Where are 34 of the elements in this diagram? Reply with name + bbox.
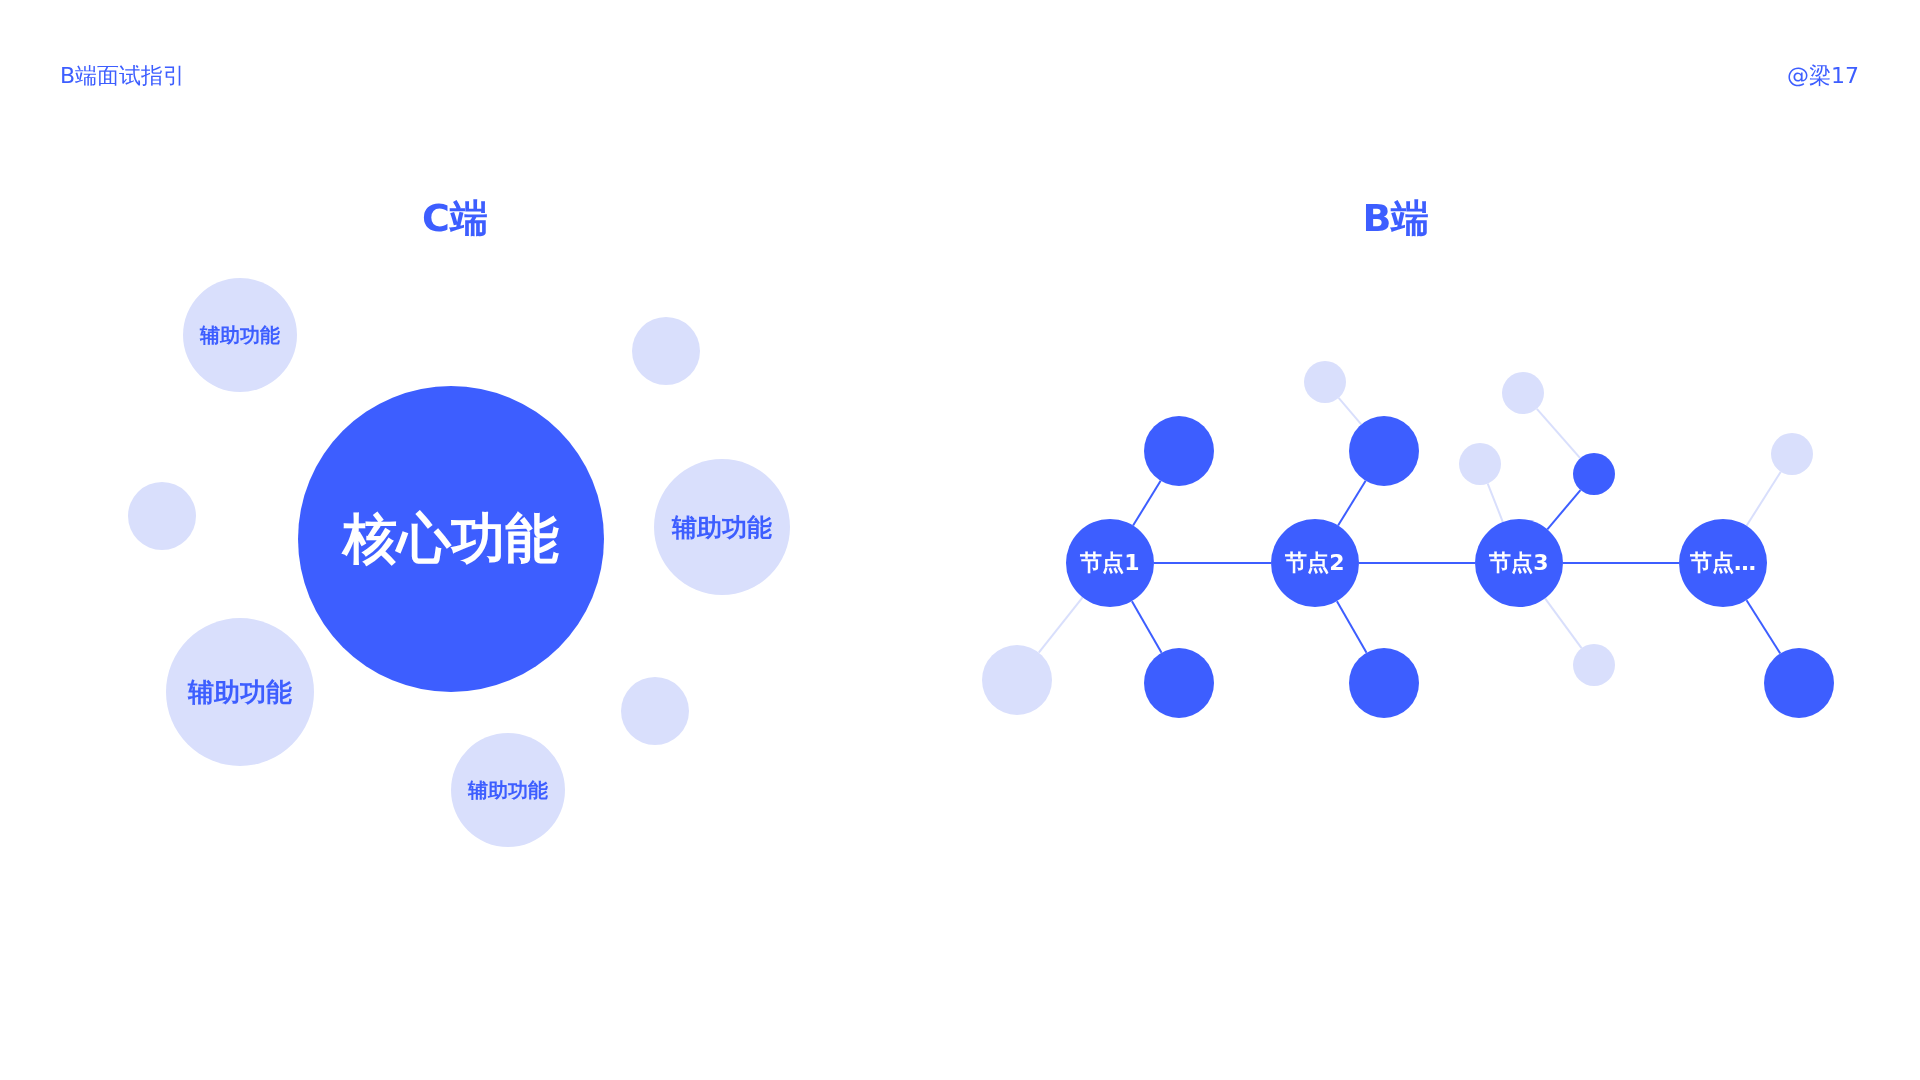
connector-line	[1486, 482, 1504, 524]
node-label: 辅助功能	[672, 511, 772, 544]
connector-line	[1337, 479, 1367, 527]
section-title: B端	[1362, 194, 1430, 242]
connector-line	[1546, 489, 1582, 531]
section-title: C端	[422, 194, 488, 242]
header-text: @梁17	[1787, 62, 1859, 90]
connector-line	[1335, 600, 1368, 654]
connector-line	[1132, 479, 1162, 527]
node-label: 辅助功能	[468, 776, 548, 804]
node-label: 辅助功能	[188, 675, 292, 709]
connector-line	[1153, 562, 1272, 564]
node-label: 核心功能	[343, 505, 559, 572]
connector-line	[1544, 597, 1583, 650]
connector-line	[1130, 600, 1163, 654]
empty-circle	[1502, 372, 1544, 414]
connector-line	[1535, 407, 1582, 460]
empty-circle	[1573, 453, 1615, 495]
empty-circle	[1771, 433, 1813, 475]
node-label: 节点3	[1489, 549, 1549, 577]
empty-circle	[1573, 644, 1615, 686]
empty-circle	[1459, 443, 1501, 485]
connector-line	[1337, 396, 1363, 426]
node-label: 辅助功能	[200, 321, 280, 349]
node-label: 节点1	[1080, 549, 1140, 577]
header-text: B端面试指引	[60, 62, 186, 90]
node-label: 节点…	[1690, 549, 1756, 577]
connector-line	[1562, 562, 1680, 564]
empty-circle	[1304, 361, 1346, 403]
connector-line	[1745, 599, 1782, 655]
connector-line	[1745, 470, 1782, 527]
connector-line	[1037, 596, 1084, 654]
connector-line	[1358, 562, 1476, 564]
node-label: 节点2	[1285, 549, 1345, 577]
